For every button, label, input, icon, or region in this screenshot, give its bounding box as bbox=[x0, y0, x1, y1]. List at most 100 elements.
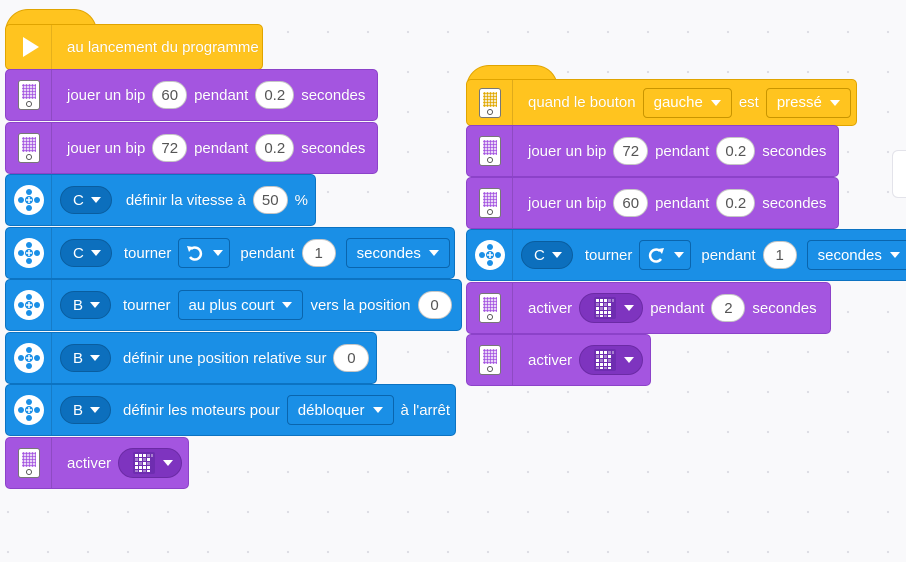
chevron-down-icon bbox=[428, 250, 439, 256]
direction-dropdown[interactable] bbox=[639, 240, 692, 270]
motor-icon bbox=[6, 175, 52, 225]
motor-icon bbox=[6, 333, 52, 383]
matrix-image-dropdown[interactable] bbox=[118, 448, 183, 478]
amount-input[interactable]: 1 bbox=[762, 241, 797, 269]
chevron-down-icon bbox=[372, 407, 383, 413]
block-label: pendant bbox=[194, 139, 249, 157]
beep-block[interactable]: jouer un bip 60 pendant 0.2 secondes bbox=[466, 177, 839, 229]
hub-icon bbox=[6, 70, 52, 120]
block-label: activer bbox=[67, 454, 112, 472]
block-label: est bbox=[738, 94, 759, 111]
hub-icon bbox=[6, 123, 52, 173]
light-matrix-icon bbox=[594, 297, 617, 319]
button-dropdown[interactable]: gauche bbox=[642, 87, 732, 118]
chevron-down-icon bbox=[90, 355, 101, 361]
direction-dropdown[interactable] bbox=[178, 238, 231, 268]
speed-input[interactable]: 50 bbox=[252, 186, 288, 214]
chevron-down-icon bbox=[674, 252, 685, 258]
amount-input[interactable]: 1 bbox=[301, 239, 336, 267]
duration-input[interactable]: 2 bbox=[711, 294, 746, 322]
block-label: pendant bbox=[194, 86, 249, 104]
block-label: pendant bbox=[240, 244, 295, 262]
light-matrix-icon bbox=[594, 349, 617, 371]
side-panel-edge[interactable] bbox=[892, 150, 906, 198]
duration-input[interactable]: 0.2 bbox=[255, 81, 295, 109]
chevron-down-icon bbox=[710, 99, 721, 106]
chevron-down-icon bbox=[624, 357, 635, 363]
duration-input[interactable]: 0.2 bbox=[716, 189, 756, 217]
port-dropdown[interactable]: B bbox=[60, 291, 112, 319]
duration-input[interactable]: 0.2 bbox=[255, 134, 295, 162]
chevron-down-icon bbox=[829, 99, 840, 106]
block-label: secondes bbox=[301, 86, 366, 104]
block-label: tourner bbox=[123, 244, 172, 262]
block-label: secondes bbox=[762, 142, 827, 160]
unit-dropdown[interactable]: secondes bbox=[806, 240, 906, 270]
chevron-down-icon bbox=[282, 302, 293, 308]
light-up-matrix-block[interactable]: activer bbox=[466, 334, 651, 386]
when-program-starts-block[interactable]: au lancement du programme bbox=[5, 24, 263, 70]
set-relative-position-block[interactable]: B définir une position relative sur 0 bbox=[5, 332, 377, 384]
chevron-down-icon bbox=[90, 302, 101, 308]
matrix-image-dropdown[interactable] bbox=[579, 345, 644, 375]
position-input[interactable]: 0 bbox=[417, 291, 452, 319]
hub-icon bbox=[6, 438, 52, 488]
run-to-position-block[interactable]: B tourner au plus court vers la position… bbox=[5, 279, 462, 331]
block-label: pendant bbox=[701, 246, 756, 264]
block-label: tourner bbox=[584, 246, 633, 264]
hub-icon bbox=[467, 80, 513, 125]
run-motor-for-block[interactable]: C tourner pendant 1 secondes bbox=[5, 227, 455, 279]
motor-icon bbox=[6, 228, 52, 278]
button-state-dropdown[interactable]: pressé bbox=[765, 87, 851, 118]
chevron-down-icon bbox=[90, 250, 101, 256]
note-input[interactable]: 60 bbox=[152, 81, 188, 109]
light-up-matrix-for-block[interactable]: activer pendant 2 secondes bbox=[466, 282, 831, 334]
port-dropdown[interactable]: C bbox=[521, 241, 573, 269]
block-label: quand le bouton bbox=[528, 94, 636, 111]
block-label: tourner bbox=[123, 296, 171, 314]
hub-icon bbox=[467, 126, 513, 176]
port-dropdown[interactable]: C bbox=[60, 186, 112, 214]
motor-icon bbox=[467, 230, 513, 280]
note-input[interactable]: 72 bbox=[613, 137, 649, 165]
block-label: pendant bbox=[655, 142, 710, 160]
counterclockwise-icon bbox=[187, 246, 203, 261]
stop-mode-dropdown[interactable]: débloquer bbox=[286, 395, 394, 425]
port-dropdown[interactable]: C bbox=[60, 239, 112, 267]
block-label: activer bbox=[528, 299, 573, 317]
block-label: définir les moteurs pour bbox=[123, 401, 280, 419]
direction-mode-dropdown[interactable]: au plus court bbox=[177, 290, 304, 320]
block-label: pendant bbox=[655, 194, 710, 212]
port-dropdown[interactable]: B bbox=[60, 396, 112, 424]
beep-block[interactable]: jouer un bip 72 pendant 0.2 secondes bbox=[466, 125, 839, 177]
note-input[interactable]: 60 bbox=[613, 189, 649, 217]
beep-block[interactable]: jouer un bip 72 pendant 0.2 secondes bbox=[5, 122, 378, 174]
chevron-down-icon bbox=[213, 250, 224, 256]
beep-block[interactable]: jouer un bip 60 pendant 0.2 secondes bbox=[5, 69, 378, 121]
position-input[interactable]: 0 bbox=[333, 344, 370, 372]
port-dropdown[interactable]: B bbox=[60, 344, 112, 372]
block-label: définir une position relative sur bbox=[123, 349, 327, 367]
note-input[interactable]: 72 bbox=[152, 134, 188, 162]
set-speed-block[interactable]: C définir la vitesse à 50 % bbox=[5, 174, 316, 226]
run-motor-for-block[interactable]: C tourner pendant 1 secondes bbox=[466, 229, 906, 281]
block-label: jouer un bip bbox=[528, 142, 607, 160]
block-label: définir la vitesse à bbox=[125, 191, 246, 209]
block-label: activer bbox=[528, 351, 573, 369]
motor-icon bbox=[6, 385, 52, 435]
set-stop-action-block[interactable]: B définir les moteurs pour débloquer à l… bbox=[5, 384, 456, 436]
light-matrix-icon bbox=[133, 452, 156, 474]
unit-dropdown[interactable]: secondes bbox=[345, 238, 450, 268]
hat-label: au lancement du programme bbox=[67, 38, 259, 56]
chevron-down-icon bbox=[624, 305, 635, 311]
light-up-matrix-block[interactable]: activer bbox=[5, 437, 189, 489]
hub-icon bbox=[467, 335, 513, 385]
when-button-pressed-block[interactable]: quand le bouton gauche est pressé bbox=[466, 79, 857, 126]
matrix-image-dropdown[interactable] bbox=[579, 293, 644, 323]
block-label: secondes bbox=[762, 194, 827, 212]
duration-input[interactable]: 0.2 bbox=[716, 137, 756, 165]
block-label: secondes bbox=[752, 299, 817, 317]
block-label: jouer un bip bbox=[528, 194, 607, 212]
block-label: secondes bbox=[301, 139, 366, 157]
